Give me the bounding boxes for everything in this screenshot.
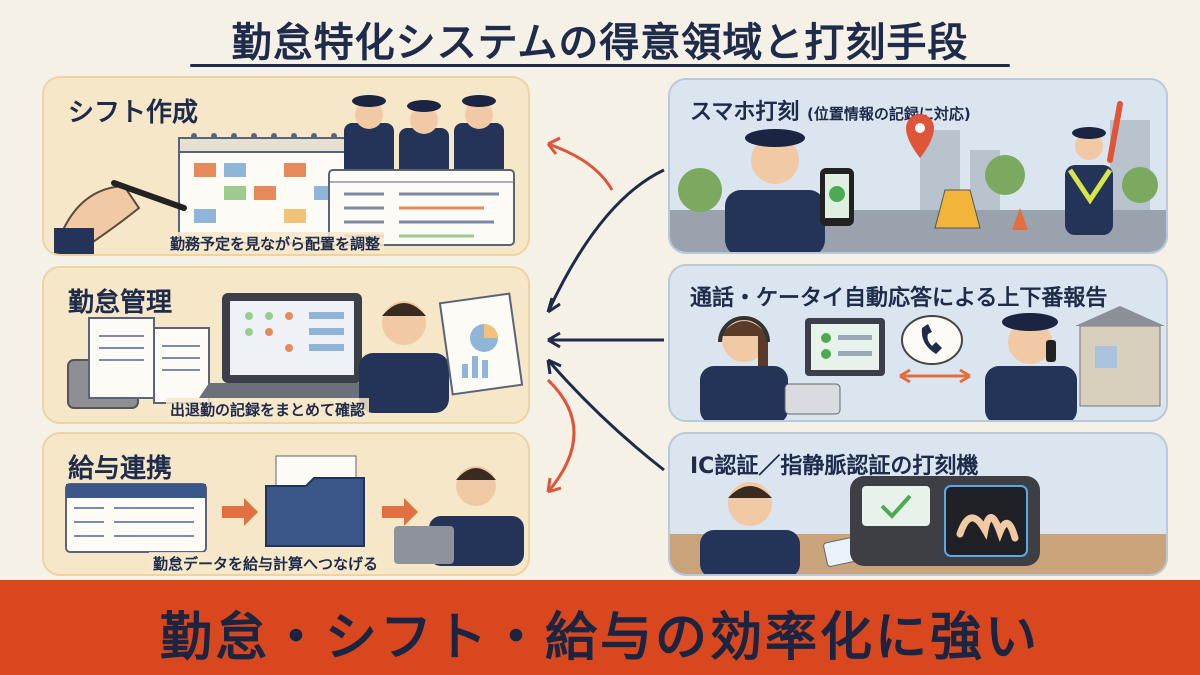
- time-clock-icon: [67, 317, 210, 409]
- panel-payroll-title: 給与連携: [68, 454, 173, 484]
- panel-ic: IC認証／指静脈認証の打刻機: [668, 432, 1168, 576]
- guards-group-icon: [344, 95, 504, 178]
- phone-bubble-icon: [899, 315, 971, 384]
- payroll-illustration: [65, 455, 524, 566]
- location-pin-icon: [906, 114, 934, 158]
- report-chart-icon: [438, 292, 524, 396]
- ic-illustration: [670, 476, 1166, 574]
- panel-payroll: 給与連携 勤怠データを給与計算へつなげる: [42, 432, 530, 576]
- panel-call: 通話・ケータイ自動応答による上下番報告: [668, 264, 1168, 422]
- navy-arrow-from-smartphone: [546, 168, 665, 314]
- traffic-guard-icon: [1065, 101, 1123, 235]
- guard-with-phone-icon: [725, 129, 854, 252]
- navy-arrow-from-ic: [546, 358, 665, 472]
- panel-shift: シフト作成: [42, 76, 530, 256]
- orange-arrow-to-payroll: [546, 378, 576, 494]
- folder-icon: [265, 455, 365, 547]
- operator-icon: [700, 316, 788, 420]
- guard-booth-icon: [1075, 306, 1165, 407]
- accountant-icon: [394, 466, 524, 566]
- panel-ic-title: IC認証／指静脈認証の打刻機: [690, 454, 979, 479]
- navy-arrow-from-call: [547, 331, 664, 349]
- smartphone-illustration: [670, 101, 1166, 252]
- arrow-right-icon: [222, 498, 258, 526]
- biometric-terminal-icon: [850, 476, 1040, 566]
- panel-attendance-title: 勤怠管理: [68, 288, 173, 318]
- panel-attendance-caption: 出退勤の記録をまとめて確認: [166, 398, 370, 421]
- bottom-banner-band: [0, 580, 1200, 675]
- laptop-icon: [199, 293, 384, 398]
- bottom-banner-text: 勤怠・シフト・給与の効率化に強い: [159, 608, 1040, 668]
- orange-arrow-to-shift: [546, 136, 614, 191]
- page-title: 勤怠特化システムの得意領域と打刻手段: [231, 20, 969, 66]
- panel-call-title: 通話・ケータイ自動応答による上下番報告: [690, 286, 1108, 311]
- arrow-right-icon: [382, 498, 418, 526]
- data-sheet-icon: [65, 483, 207, 553]
- panel-shift-title: シフト作成: [68, 98, 199, 128]
- call-illustration: [700, 306, 1165, 420]
- attendance-illustration: [67, 292, 524, 413]
- barrier-icon: [934, 189, 1028, 230]
- panel-smartphone: スマホ打刻 (位置情報の記録に対応): [668, 78, 1168, 254]
- monitor-icon: [784, 318, 885, 415]
- panel-shift-caption: 勤務予定を見ながら配置を調整: [166, 232, 385, 254]
- panel-smartphone-title-main: スマホ打刻: [690, 100, 800, 125]
- guard-on-phone-icon: [985, 313, 1077, 420]
- panel-payroll-caption: 勤怠データを給与計算へつなげる: [149, 552, 383, 574]
- pen-hand-icon: [54, 180, 187, 254]
- worker-icon: [359, 301, 449, 413]
- title-underline: [190, 64, 1010, 67]
- panel-attendance: 勤怠管理: [42, 266, 530, 424]
- trees-icon: [678, 155, 1158, 212]
